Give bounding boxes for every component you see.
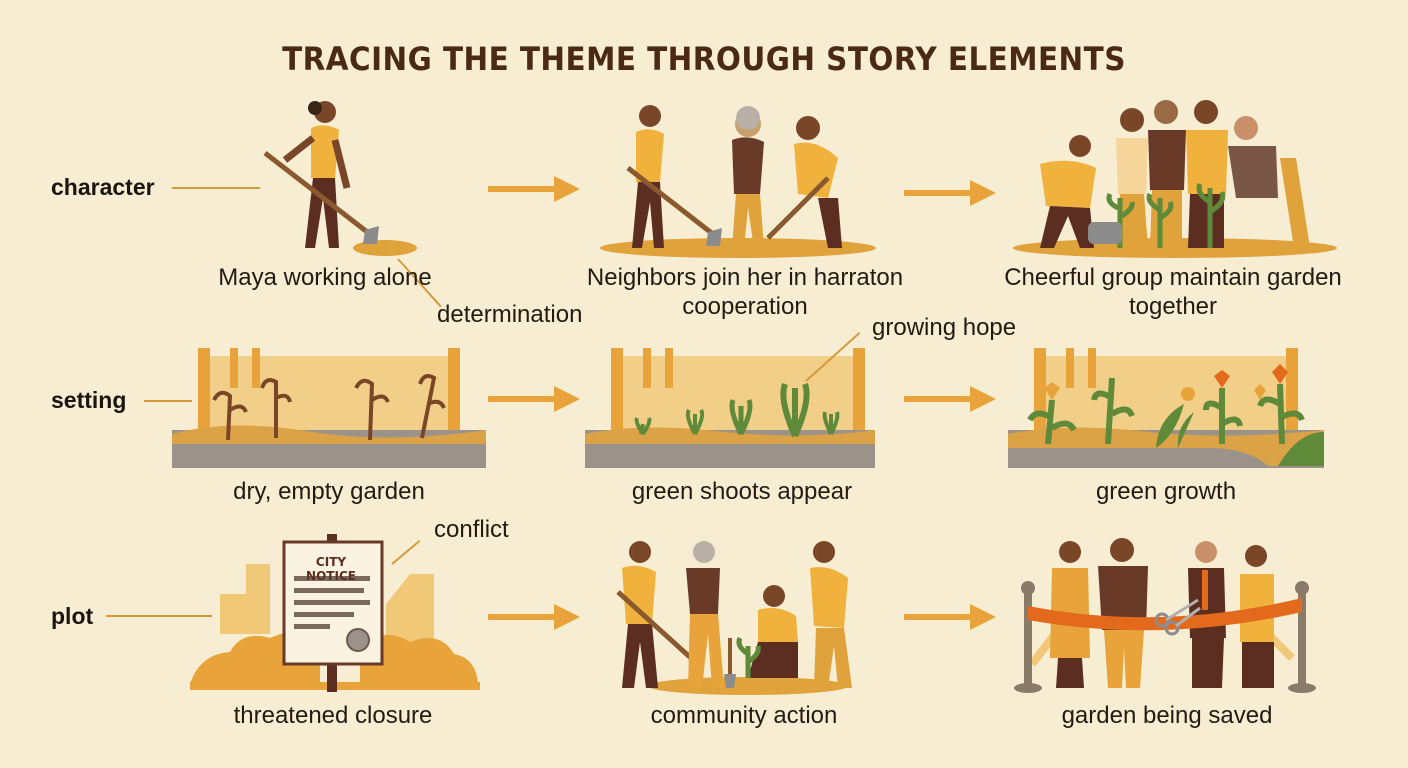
arrow-right-icon bbox=[488, 604, 580, 630]
scene-community-action bbox=[616, 541, 852, 695]
scene-neighbors-join bbox=[600, 105, 876, 258]
city-notice-sign-icon bbox=[282, 540, 384, 666]
row-label-character: character bbox=[51, 174, 155, 200]
row-label-setting: setting bbox=[51, 387, 127, 413]
ribbon-icon bbox=[1028, 598, 1302, 631]
scene-threatened-closure bbox=[190, 534, 480, 692]
note-conflict: conflict bbox=[434, 516, 509, 543]
scene-garden-being-saved bbox=[1014, 538, 1316, 693]
shovel-icon bbox=[706, 228, 722, 246]
note-determination: determination bbox=[437, 301, 583, 328]
caption-dry-empty-garden: dry, empty garden bbox=[233, 478, 425, 505]
arrow-right-icon bbox=[488, 176, 580, 202]
shovel-icon bbox=[724, 674, 736, 688]
scene-green-shoots bbox=[585, 348, 875, 468]
caption-threatened-closure: threatened closure bbox=[233, 702, 433, 729]
caption-neighbors-join: Neighbors join her in harraton cooperati… bbox=[586, 264, 904, 320]
arrow-right-icon bbox=[904, 604, 996, 630]
arrow-right-icon bbox=[904, 180, 996, 206]
caption-green-shoots: green shoots appear bbox=[631, 478, 853, 505]
scene-cheerful-group bbox=[1013, 100, 1337, 258]
row-label-plot: plot bbox=[51, 603, 94, 629]
sign-city-notice-text: CITY NOTICE bbox=[306, 555, 356, 583]
label-connector-character bbox=[172, 187, 260, 189]
caption-community-action: community action bbox=[650, 702, 838, 729]
caption-green-growth: green growth bbox=[1095, 478, 1237, 505]
label-connector-setting bbox=[144, 400, 192, 402]
note-growing-hope: growing hope bbox=[872, 314, 1017, 341]
page-title: TRACING THE THEME THROUGH STORY ELEMENTS bbox=[282, 40, 1126, 78]
scene-dry-empty-garden bbox=[172, 348, 486, 468]
shovel-icon bbox=[363, 226, 379, 244]
scissors-icon bbox=[1154, 598, 1201, 636]
caption-garden-being-saved: garden being saved bbox=[1061, 702, 1273, 729]
label-connector-plot bbox=[106, 615, 212, 617]
arrow-right-icon bbox=[488, 386, 580, 412]
arrow-right-icon bbox=[904, 386, 996, 412]
caption-cheerful-group: Cheerful group maintain garden together bbox=[1004, 264, 1342, 320]
scene-maya-working-alone bbox=[263, 101, 417, 256]
scene-green-growth bbox=[1008, 348, 1324, 468]
caption-maya-working-alone: Maya working alone bbox=[218, 264, 432, 291]
